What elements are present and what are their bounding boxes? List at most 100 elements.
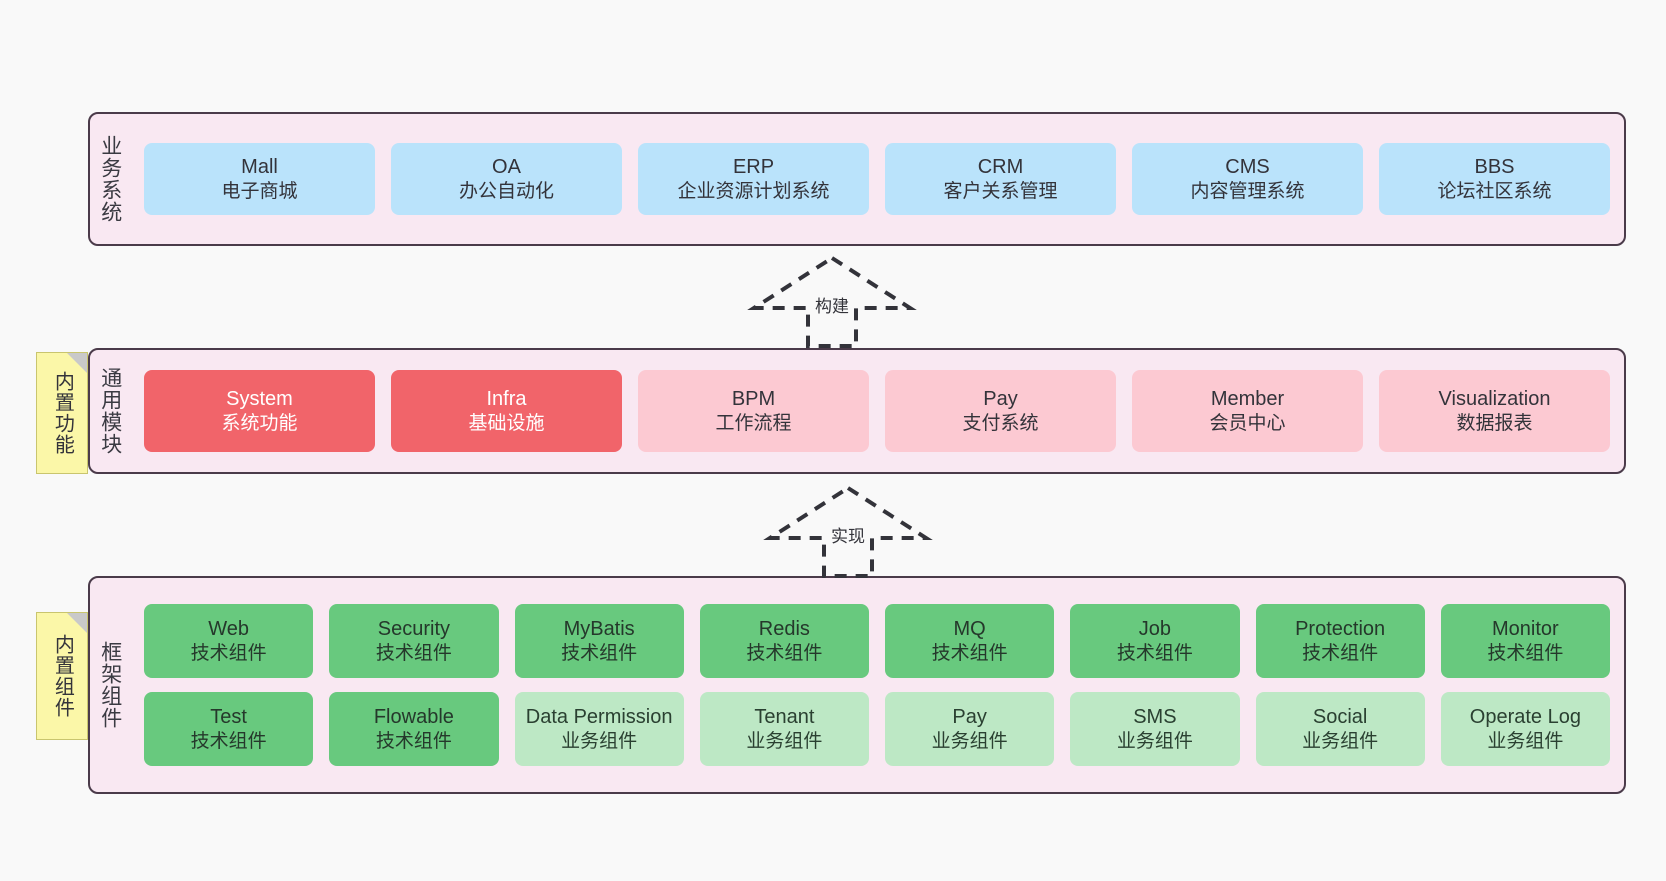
node-security-subtitle: 技术组件: [375, 642, 452, 664]
node-monitor-subtitle: 技术组件: [1487, 642, 1564, 664]
node-social-subtitle: 业务组件: [1302, 730, 1379, 752]
node-protection-title: Protection: [1295, 617, 1386, 640]
node-flowable[interactable]: Flowable 技术组件: [329, 692, 499, 766]
layer-title-framework: 框架组件: [98, 641, 122, 729]
node-flowable-title: Flowable: [373, 705, 454, 728]
node-erp[interactable]: ERP 企业资源计划系统: [638, 143, 869, 215]
node-job[interactable]: Job 技术组件: [1070, 604, 1240, 678]
node-security[interactable]: Security 技术组件: [329, 604, 499, 678]
node-oa[interactable]: OA 办公自动化: [391, 143, 622, 215]
node-protection-subtitle: 技术组件: [1302, 642, 1379, 664]
node-sms-title: SMS: [1133, 705, 1177, 728]
node-test-title: Test: [210, 705, 247, 728]
node-mall[interactable]: Mall 电子商城: [144, 143, 375, 215]
layer-title-common: 通用模块: [98, 367, 122, 455]
node-test-subtitle: 技术组件: [190, 730, 267, 752]
build-arrow-icon: [747, 255, 917, 348]
node-cms-subtitle: 内容管理系统: [1190, 180, 1305, 202]
layer-body-common: System 系统功能 Infra 基础设施 BPM 工作流程 Pay 支付系统…: [130, 350, 1624, 472]
node-member-title: Member: [1210, 387, 1285, 410]
layer-framework-components: 框架组件 Web 技术组件 Security 技术组件 MyBatis 技术组件…: [88, 576, 1626, 794]
note-builtin-component-text: 内置组件: [51, 634, 74, 718]
node-oa-subtitle: 办公自动化: [458, 180, 554, 202]
node-social-title: Social: [1312, 705, 1368, 728]
note-builtin-component: 内置组件: [36, 612, 88, 740]
node-system-subtitle: 系统功能: [221, 412, 298, 434]
node-tenant-subtitle: 业务组件: [746, 730, 823, 752]
node-mybatis[interactable]: MyBatis 技术组件: [514, 604, 684, 678]
node-cms[interactable]: CMS 内容管理系统: [1132, 143, 1363, 215]
node-crm[interactable]: CRM 客户关系管理: [885, 143, 1116, 215]
node-bpm-title: BPM: [731, 387, 776, 410]
node-sms-subtitle: 业务组件: [1116, 730, 1193, 752]
node-visualization[interactable]: Visualization 数据报表: [1379, 370, 1610, 452]
node-security-title: Security: [377, 617, 450, 640]
connector-build: 构建: [747, 255, 917, 348]
node-sms[interactable]: SMS 业务组件: [1070, 692, 1240, 766]
note-builtin-function: 内置功能: [36, 352, 88, 474]
node-pay-module[interactable]: Pay 支付系统: [885, 370, 1116, 452]
node-monitor-title: Monitor: [1492, 617, 1559, 640]
node-mybatis-title: MyBatis: [563, 617, 635, 640]
node-oa-title: OA: [492, 155, 521, 178]
node-web-title: Web: [208, 617, 249, 640]
layer-common-modules: 通用模块 System 系统功能 Infra 基础设施 BPM 工作流程 Pay: [88, 348, 1626, 474]
node-redis-title: Redis: [758, 617, 810, 640]
connector-build-label: 构建: [813, 292, 851, 317]
layer-body-framework: Web 技术组件 Security 技术组件 MyBatis 技术组件 Redi…: [130, 578, 1624, 792]
layer-title-business: 业务系统: [98, 135, 122, 223]
node-crm-title: CRM: [977, 155, 1024, 178]
node-mybatis-subtitle: 技术组件: [561, 642, 638, 664]
node-web[interactable]: Web 技术组件: [144, 604, 314, 678]
node-infra[interactable]: Infra 基础设施: [391, 370, 622, 452]
node-mall-title: Mall: [241, 155, 278, 178]
node-social[interactable]: Social 业务组件: [1255, 692, 1425, 766]
node-bbs-title: BBS: [1474, 155, 1515, 178]
node-data-permission[interactable]: Data Permission 业务组件: [514, 692, 684, 766]
node-web-subtitle: 技术组件: [190, 642, 267, 664]
node-mq[interactable]: MQ 技术组件: [885, 604, 1055, 678]
connector-implement-label: 实现: [829, 522, 867, 547]
node-mq-subtitle: 技术组件: [931, 642, 1008, 664]
node-job-title: Job: [1138, 617, 1171, 640]
node-pay-component-title: Pay: [952, 705, 987, 728]
node-protection[interactable]: Protection 技术组件: [1255, 604, 1425, 678]
node-flowable-subtitle: 技术组件: [375, 730, 452, 752]
node-erp-subtitle: 企业资源计划系统: [677, 180, 830, 202]
layer-framework-row-1: Web 技术组件 Security 技术组件 MyBatis 技术组件 Redi…: [144, 604, 1610, 678]
node-infra-title: Infra: [486, 387, 527, 410]
node-operate-log[interactable]: Operate Log 业务组件: [1440, 692, 1610, 766]
layer-business-row-1: Mall 电子商城 OA 办公自动化 ERP 企业资源计划系统 CRM 客户关系…: [144, 143, 1610, 215]
node-test[interactable]: Test 技术组件: [144, 692, 314, 766]
node-pay-module-subtitle: 支付系统: [962, 412, 1039, 434]
node-monitor[interactable]: Monitor 技术组件: [1440, 604, 1610, 678]
node-redis[interactable]: Redis 技术组件: [699, 604, 869, 678]
node-bbs[interactable]: BBS 论坛社区系统: [1379, 143, 1610, 215]
node-operate-log-subtitle: 业务组件: [1487, 730, 1564, 752]
node-tenant[interactable]: Tenant 业务组件: [699, 692, 869, 766]
layer-framework-row-2: Test 技术组件 Flowable 技术组件 Data Permission …: [144, 692, 1610, 766]
node-mall-subtitle: 电子商城: [221, 180, 298, 202]
node-member-subtitle: 会员中心: [1209, 412, 1286, 434]
node-infra-subtitle: 基础设施: [468, 412, 545, 434]
note-builtin-function-text: 内置功能: [51, 371, 74, 455]
layer-common-row-1: System 系统功能 Infra 基础设施 BPM 工作流程 Pay 支付系统…: [144, 370, 1610, 452]
node-visualization-title: Visualization: [1438, 387, 1551, 410]
node-visualization-subtitle: 数据报表: [1456, 412, 1533, 434]
node-bbs-subtitle: 论坛社区系统: [1437, 180, 1552, 202]
node-mq-title: MQ: [953, 617, 986, 640]
node-data-permission-title: Data Permission: [525, 705, 673, 728]
connector-implement: 实现: [763, 485, 933, 578]
implement-arrow-icon: [763, 485, 933, 578]
node-member[interactable]: Member 会员中心: [1132, 370, 1363, 452]
node-operate-log-title: Operate Log: [1469, 705, 1581, 728]
node-bpm-subtitle: 工作流程: [715, 412, 792, 434]
layer-body-business: Mall 电子商城 OA 办公自动化 ERP 企业资源计划系统 CRM 客户关系…: [130, 114, 1624, 244]
node-system[interactable]: System 系统功能: [144, 370, 375, 452]
node-tenant-title: Tenant: [754, 705, 815, 728]
node-bpm[interactable]: BPM 工作流程: [638, 370, 869, 452]
node-pay-component[interactable]: Pay 业务组件: [885, 692, 1055, 766]
node-redis-subtitle: 技术组件: [746, 642, 823, 664]
node-erp-title: ERP: [732, 155, 775, 178]
